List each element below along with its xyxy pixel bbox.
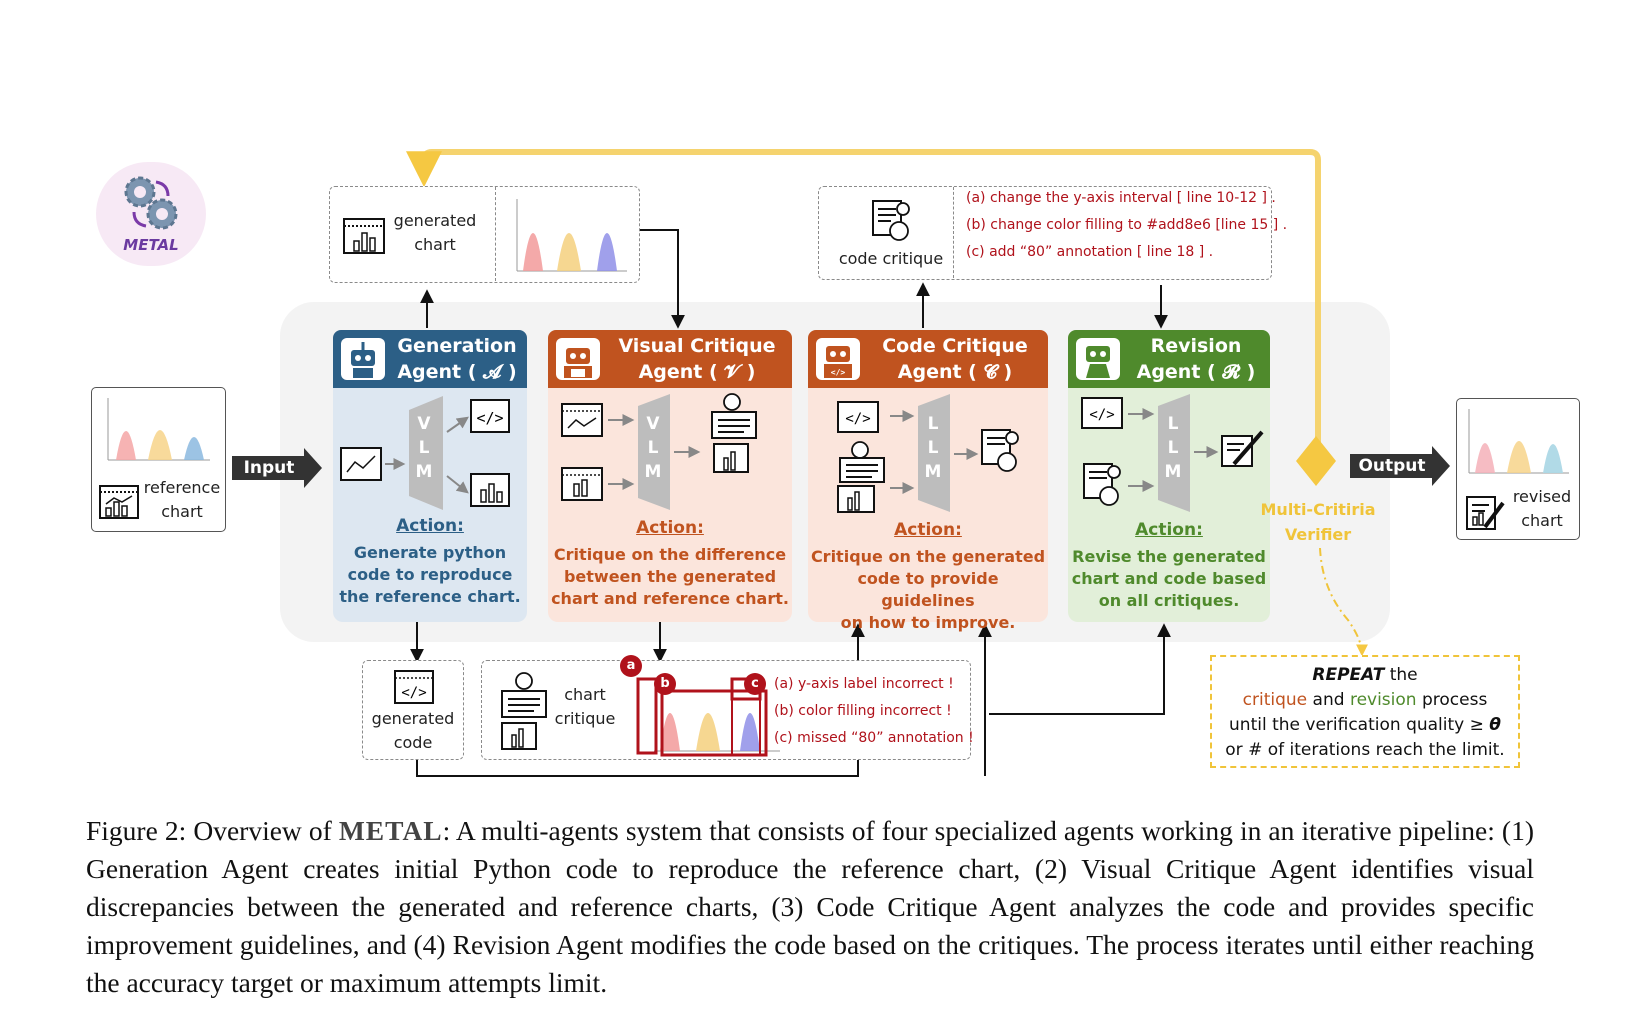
revised-chart-thumbnail <box>1468 409 1569 474</box>
svg-text:</>: </> <box>845 411 870 427</box>
robot-icon: </> <box>816 338 860 380</box>
logo-text: METAL <box>123 236 179 254</box>
chart-critique-item: (a) y-axis label incorrect ! <box>774 676 954 692</box>
svg-text:</>: </> <box>476 409 503 427</box>
marker-c: c <box>744 673 766 695</box>
repeat-note-text: REPEAT the critique and revision process… <box>1225 665 1505 760</box>
code-critique-item: (a) change the y-axis interval [ line 10… <box>966 190 1276 206</box>
robot-icon <box>341 338 385 380</box>
code-critique-item: (c) add “80” annotation [ line 18 ] . <box>966 244 1214 260</box>
input-arrow: Input <box>232 448 322 488</box>
metal-logo: METAL <box>96 162 206 266</box>
reference-chart-thumbnail <box>107 398 210 461</box>
code-critique-item: (b) change color filling to #add8e6 [lin… <box>966 217 1288 233</box>
verifier-diamond-icon <box>1296 436 1336 486</box>
chart-critique-list: (a) y-axis label incorrect ! (b) color f… <box>774 671 974 752</box>
svg-text:</>: </> <box>1089 407 1114 423</box>
svg-text:</>: </> <box>831 368 846 377</box>
gears-icon <box>124 176 178 230</box>
robot-icon <box>556 338 600 380</box>
chart-icon <box>99 485 139 519</box>
code-critique-list: (a) change the y-axis interval [ line 10… <box>966 185 1287 266</box>
chart-icon <box>343 218 385 254</box>
repeat-note-box: REPEAT the critique and revision process… <box>1210 655 1520 768</box>
marker-b: b <box>654 673 676 695</box>
svg-text:</>: </> <box>401 685 426 701</box>
output-arrow: Output <box>1350 446 1450 486</box>
revised-document-icon <box>1466 496 1505 530</box>
code-critique-label: code critique <box>838 249 944 268</box>
marker-a: a <box>620 655 642 677</box>
revision-pipeline-graphic: </> <box>1081 394 1264 512</box>
code-critique-icon <box>872 200 910 241</box>
code-icon: </> <box>394 670 434 704</box>
generated-chart-thumbnail <box>516 199 627 272</box>
visual-critique-pipeline-graphic <box>561 393 757 510</box>
revision-action-title: Action: <box>1135 520 1203 540</box>
chart-critique-item: (b) color filling incorrect ! <box>774 703 952 719</box>
code-critique-pipeline-graphic: </> <box>837 394 1019 513</box>
generation-action-title: Action: <box>396 516 464 536</box>
chart-critique-item: (c) missed “80” annotation ! <box>774 730 974 746</box>
robot-icon <box>1076 338 1120 380</box>
code-critique-box: code critique (a) change the y-axis inte… <box>818 186 1287 280</box>
figure-caption: Figure 2: Overview of METAL: A multi-age… <box>86 815 1534 998</box>
code-critique-action-title: Action: <box>894 520 962 540</box>
generation-pipeline-graphic: </> <box>340 396 510 510</box>
chart-critique-icon <box>501 672 547 750</box>
feedback-loop-line <box>406 149 1321 452</box>
visual-critique-action-title: Action: <box>636 518 704 538</box>
